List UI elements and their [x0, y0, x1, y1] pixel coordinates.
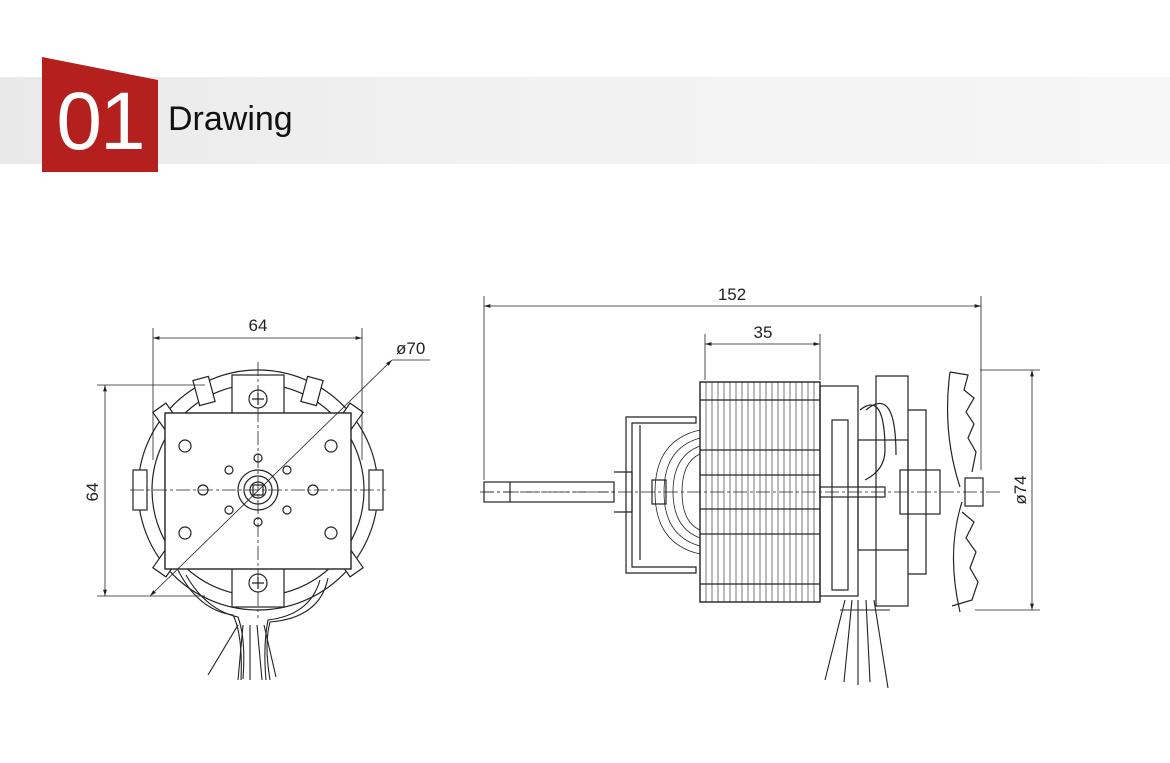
front-dimensions — [97, 328, 430, 597]
header-band — [0, 77, 1170, 164]
section-number: 01 — [56, 76, 145, 167]
side-fan-diameter-dimension: ø74 — [1011, 475, 1030, 504]
side-dimensions — [483, 296, 1040, 611]
side-wires — [824, 599, 890, 689]
section-title: Drawing — [168, 100, 293, 138]
side-stack-dimension: 35 — [754, 323, 773, 342]
front-width-dimension: 64 — [249, 316, 268, 335]
front-diameter-dimension: ø70 — [396, 339, 425, 358]
front-view — [97, 328, 430, 681]
front-height-dimension: 64 — [83, 483, 102, 502]
side-rear-assembly — [819, 375, 941, 607]
side-length-dimension: 152 — [718, 285, 746, 304]
side-view — [480, 296, 1040, 689]
